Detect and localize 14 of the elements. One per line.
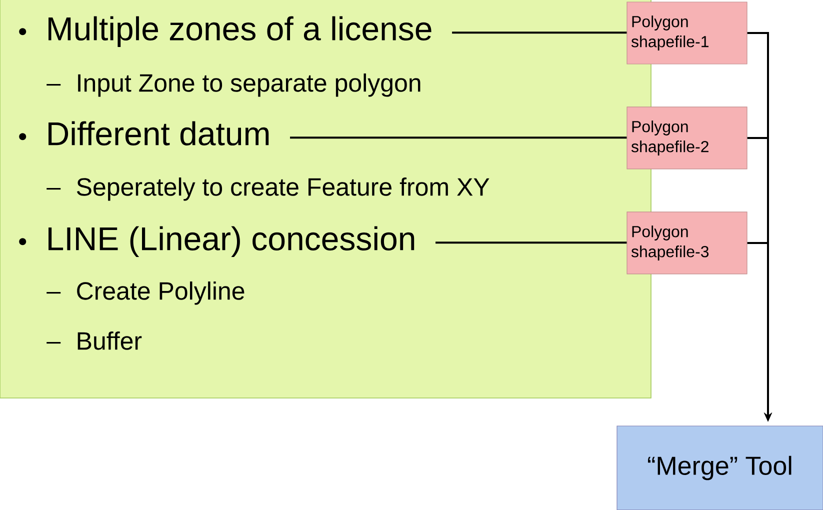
tool-box: “Merge” Tool — [616, 426, 823, 510]
sub-bullet-point: Seperately to create Feature from XY — [76, 177, 490, 201]
sub-bullet-point: Input Zone to separate polygon — [78, 73, 420, 97]
bullet-point: Multiple zones of a license — [48, 16, 432, 48]
connector — [436, 242, 627, 244]
shapefile-box: Polygon shapefile-3 — [626, 212, 748, 274]
bullet-point: Different datum — [48, 121, 269, 146]
bullet-point: LINE (Linear) concession — [48, 226, 414, 258]
connector — [452, 32, 627, 34]
sub-bullet-point: Buffer — [78, 332, 142, 350]
shapefile-box: Polygon shapefile-1 — [626, 2, 748, 64]
connector — [290, 136, 627, 139]
sub-bullet-point: Create Polyline — [77, 281, 244, 305]
shapefile-box: Polygon shapefile-2 — [626, 106, 748, 170]
